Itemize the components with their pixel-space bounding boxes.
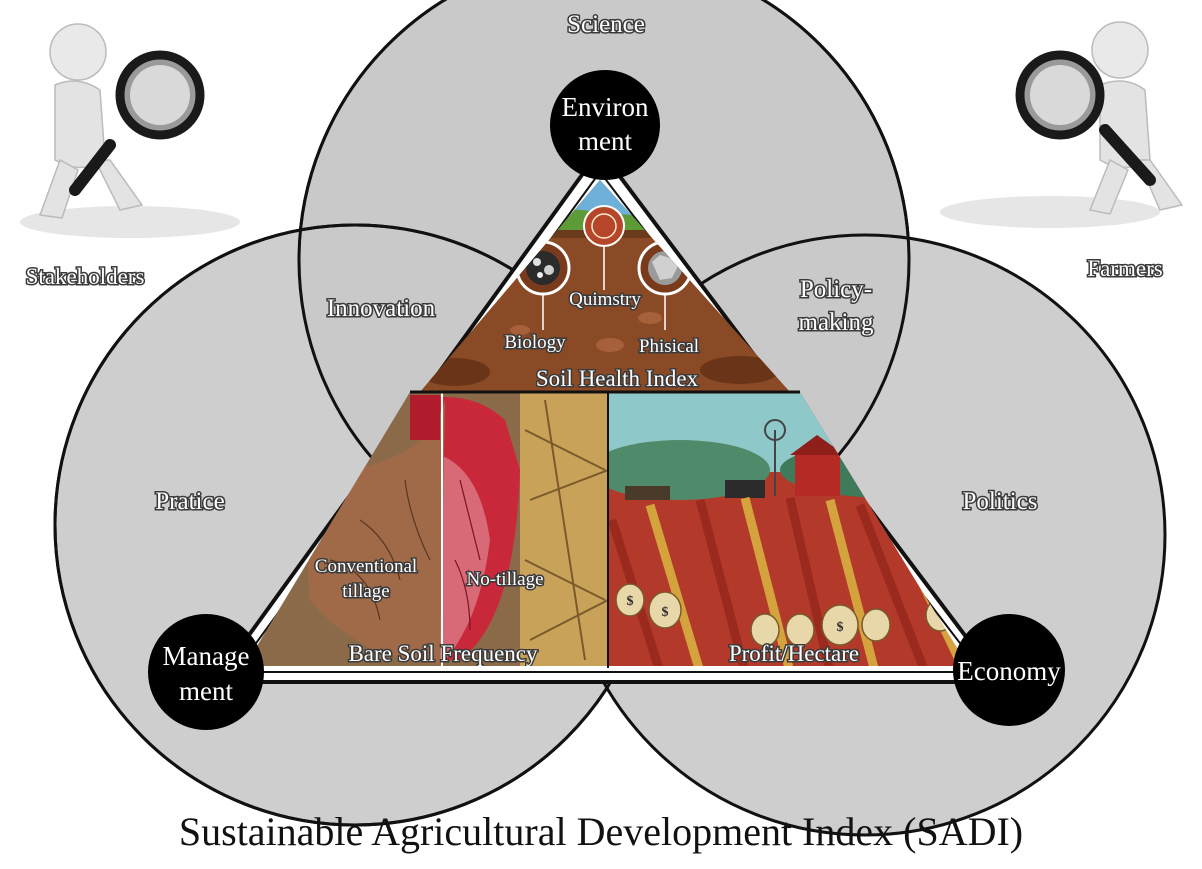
conventional-tillage-label: Conventional: [315, 556, 417, 577]
economy-label: Economy: [957, 656, 1061, 686]
innovation-label: Innovation: [327, 295, 436, 322]
chemistry-icon: [583, 205, 625, 290]
policy-making-label-2: making: [799, 309, 874, 336]
management-label-2: ment: [179, 676, 233, 706]
farmer-figure-icon: Farmers: [940, 21, 1184, 283]
node-management: Manage ment: [148, 614, 264, 730]
science-label: Science: [567, 11, 645, 38]
dollar-icon: $: [627, 594, 634, 609]
quimstry-label: Quimstry: [569, 289, 641, 310]
phisical-label: Phisical: [639, 336, 699, 357]
profit-hectare-label: Profit/Hectare: [729, 641, 859, 666]
soil-health-index-label: Soil Health Index: [536, 366, 699, 391]
farmers-label: Farmers: [1087, 256, 1162, 281]
stakeholders-label: Stakeholders: [26, 264, 145, 289]
no-tillage-label: No-tillage: [466, 569, 543, 590]
dollar-icon: $: [662, 605, 669, 620]
node-economy: Economy: [953, 614, 1065, 726]
politics-label: Politics: [962, 488, 1037, 515]
stakeholder-figure-icon: Stakeholders: [20, 23, 240, 291]
node-environment: Environ ment: [550, 70, 660, 180]
environment-label: Environ: [562, 92, 649, 122]
policy-making-label: Policy-: [800, 276, 872, 303]
bare-soil-frequency-label: Bare Soil Frequency: [348, 641, 538, 666]
dollar-icon: $: [837, 620, 844, 635]
conventional-tillage-label-2: tillage: [342, 581, 389, 602]
diagram-title: Sustainable Agricultural Development Ind…: [178, 809, 1024, 854]
biology-label: Biology: [504, 332, 566, 353]
environment-label-2: ment: [578, 126, 632, 156]
management-label: Manage: [163, 641, 250, 671]
pratice-label: Pratice: [155, 488, 224, 515]
